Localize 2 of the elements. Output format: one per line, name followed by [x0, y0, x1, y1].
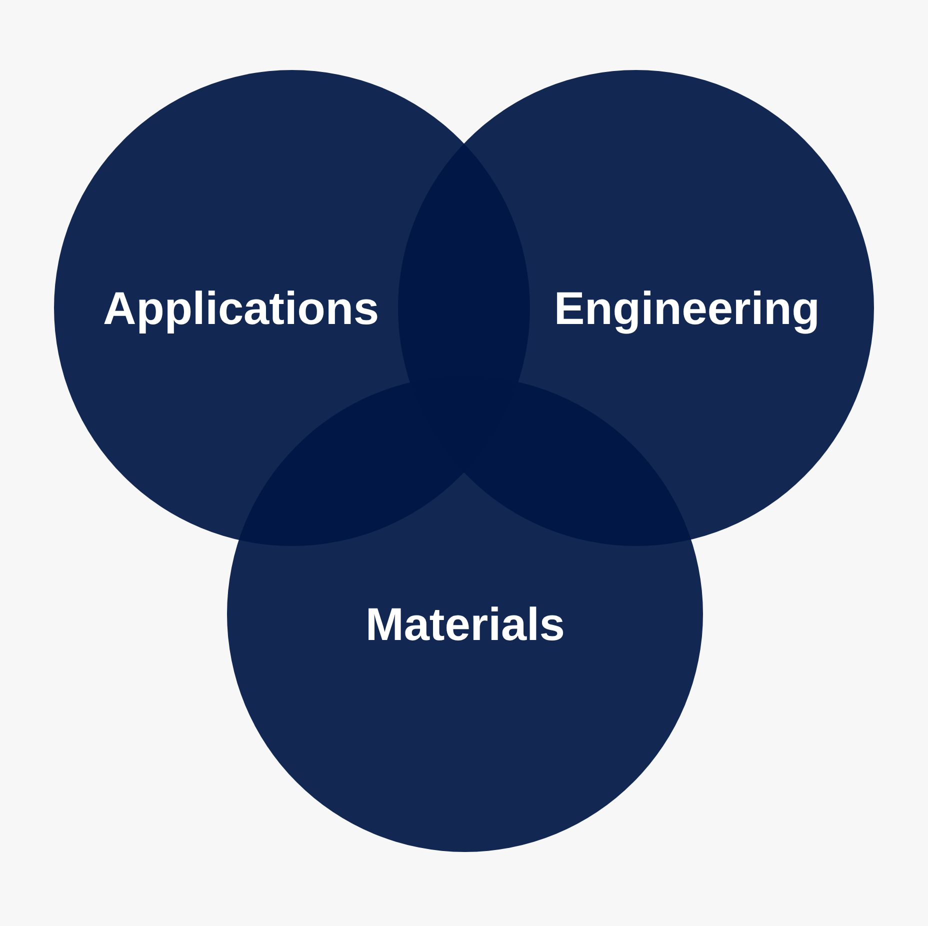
set-label: Materials — [366, 601, 565, 647]
set-label: Applications — [103, 285, 380, 331]
